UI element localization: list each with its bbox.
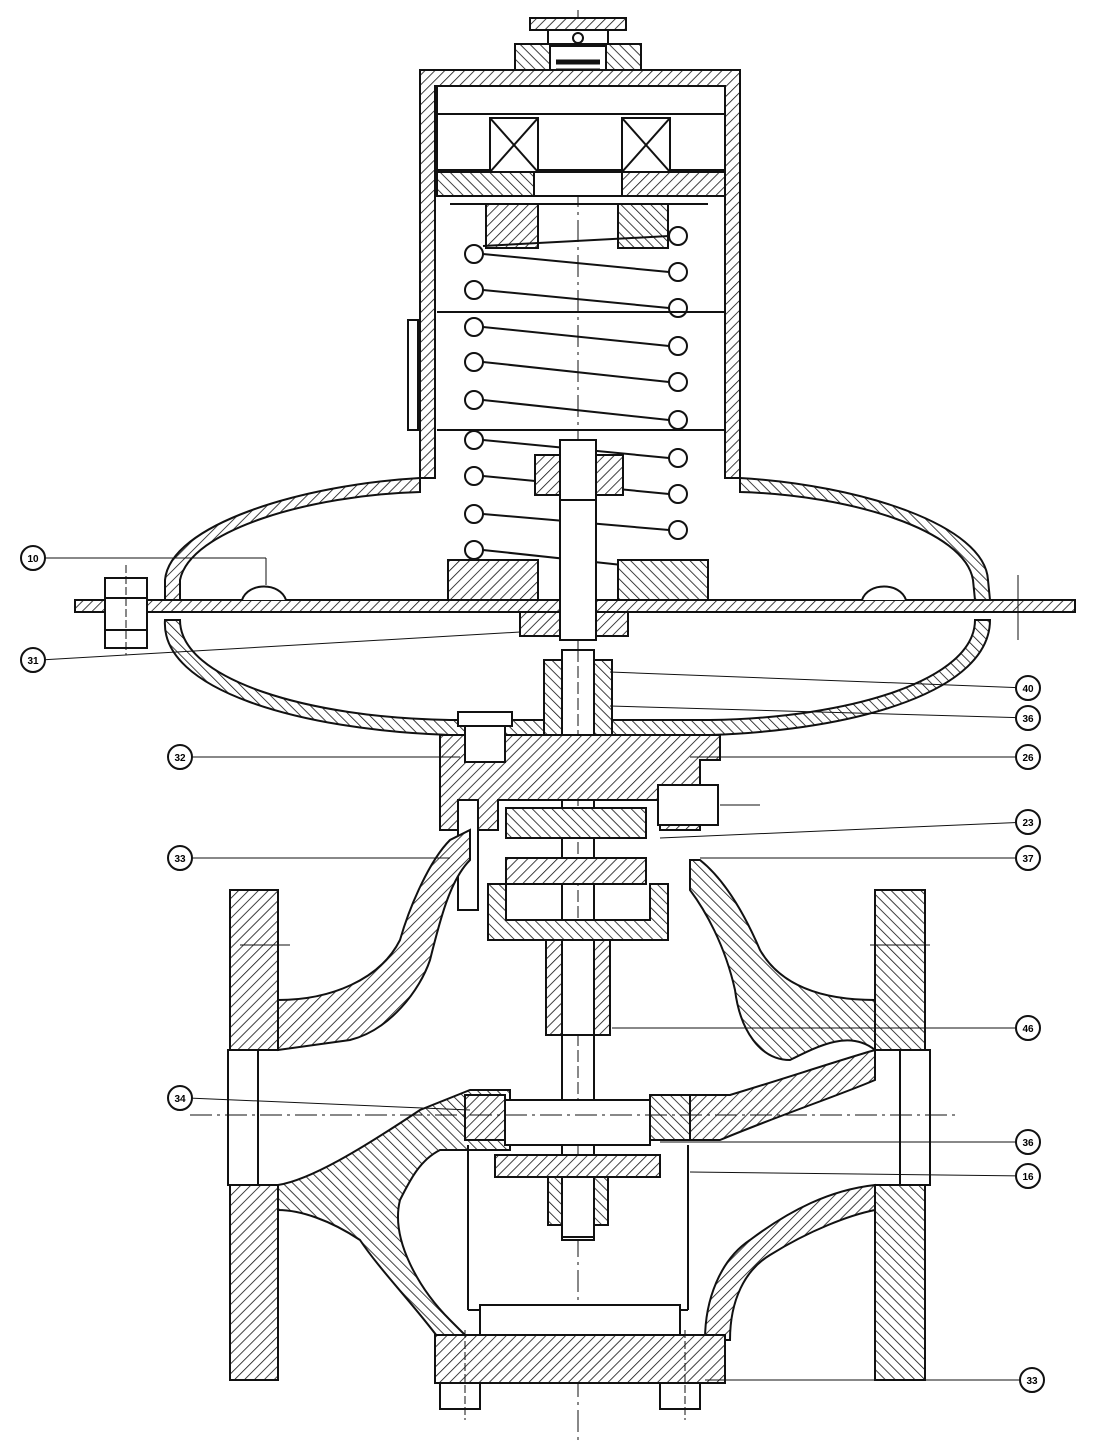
- callout-40: 40: [1015, 675, 1041, 701]
- callout-31: 31: [20, 647, 46, 673]
- callout-16-label: 16: [1022, 1172, 1034, 1183]
- callout-36-lower-label: 36: [1022, 1138, 1034, 1149]
- callout-26-label: 26: [1022, 753, 1034, 764]
- callout-31-label: 31: [27, 656, 39, 667]
- callout-36-upper-label: 36: [1022, 714, 1034, 725]
- callout-33-lower: 33: [1019, 1367, 1045, 1393]
- callout-46-label: 46: [1022, 1024, 1034, 1035]
- callout-16: 16: [1015, 1163, 1041, 1189]
- callout-32: 32: [167, 744, 193, 770]
- callout-37: 37: [1015, 845, 1041, 871]
- callout-34-label: 34: [174, 1094, 186, 1105]
- callout-36-upper: 36: [1015, 705, 1041, 731]
- spring-housing: [407, 69, 741, 580]
- callout-40-label: 40: [1022, 684, 1034, 695]
- valve-top-block: [439, 711, 760, 1036]
- callout-36-lower: 36: [1015, 1129, 1041, 1155]
- valve-body: [190, 828, 955, 1420]
- callout-26: 26: [1015, 744, 1041, 770]
- leader-lines: [39, 557, 1029, 1381]
- diaphragm-case: [74, 476, 1076, 736]
- callout-34: 34: [167, 1085, 193, 1111]
- callout-10: 10: [20, 545, 46, 571]
- callout-23: 23: [1015, 809, 1041, 835]
- callout-33-upper-label: 33: [174, 854, 186, 865]
- callout-32-label: 32: [174, 753, 186, 764]
- callout-33-upper: 33: [167, 845, 193, 871]
- callout-46: 46: [1015, 1015, 1041, 1041]
- callout-37-label: 37: [1022, 854, 1034, 865]
- callout-33-lower-label: 33: [1026, 1376, 1038, 1387]
- callout-23-label: 23: [1022, 818, 1034, 829]
- callout-10-label: 10: [27, 554, 39, 565]
